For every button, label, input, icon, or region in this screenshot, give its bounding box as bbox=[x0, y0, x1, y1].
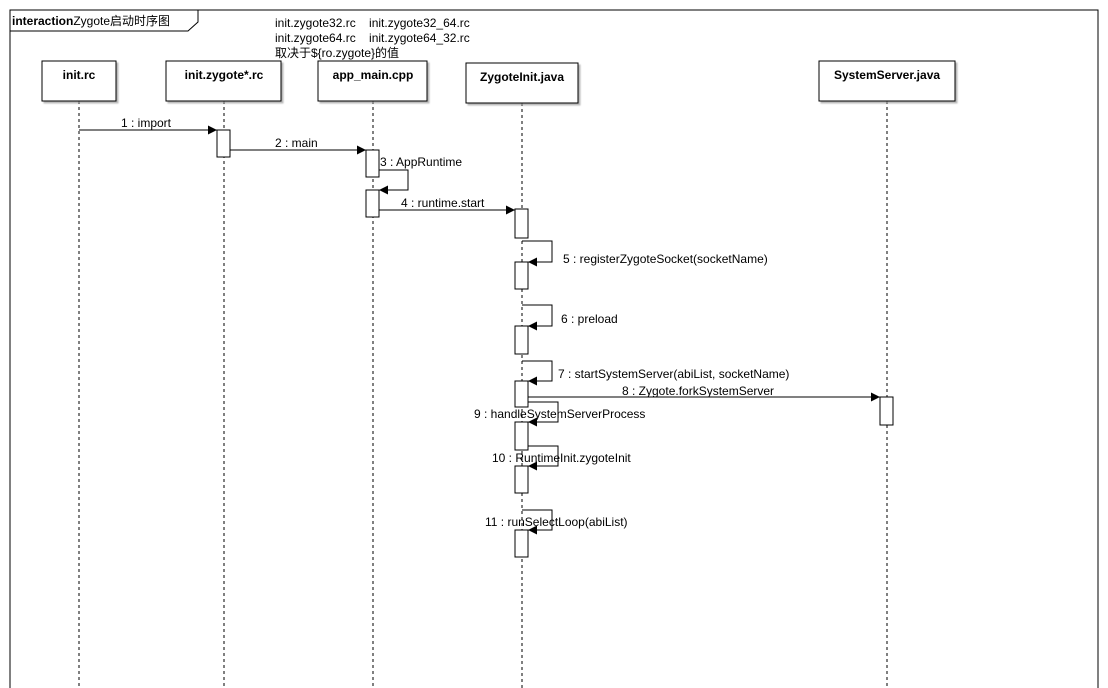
lifeline-title-system-server: SystemServer.java bbox=[834, 68, 940, 82]
message-label-10: 10 : RuntimeInit.zygoteInit bbox=[492, 451, 631, 465]
lifeline-box-system-server[interactable] bbox=[818, 60, 956, 102]
message-arrow-3[interactable] bbox=[379, 169, 409, 195]
message-label-9: 9 : handleSystemServerProcess bbox=[474, 407, 645, 421]
message-labels: 1 : import 2 : main 3 : AppRuntime 4 : r… bbox=[121, 116, 789, 529]
frame-title-tab bbox=[9, 9, 199, 32]
messages bbox=[79, 125, 880, 535]
activation-bar bbox=[514, 380, 529, 408]
activation-bar bbox=[365, 149, 380, 178]
message-arrow-10[interactable] bbox=[528, 445, 559, 471]
note-line-3: 取决于${ro.zygote}的值 bbox=[275, 45, 399, 60]
activation-bars bbox=[216, 129, 894, 558]
activation-bar bbox=[514, 421, 529, 451]
interaction-frame bbox=[9, 9, 1099, 688]
note-line-1: init.zygote32.rc init.zygote32_64.rc bbox=[275, 16, 470, 30]
activation-bar bbox=[216, 129, 231, 158]
lifeline-box-app-main[interactable] bbox=[317, 60, 428, 102]
message-label-3: 3 : AppRuntime bbox=[380, 155, 462, 169]
message-label-5: 5 : registerZygoteSocket(socketName) bbox=[563, 252, 768, 266]
message-label-7: 7 : startSystemServer(abiList, socketNam… bbox=[558, 367, 789, 381]
activation-bar bbox=[514, 325, 529, 355]
activation-bar bbox=[365, 189, 380, 218]
message-label-6: 6 : preload bbox=[561, 312, 618, 326]
lifeline-title-init-zygote-rc: init.zygote*.rc bbox=[185, 68, 264, 82]
note-line-2: init.zygote64.rc init.zygote64_32.rc bbox=[275, 31, 470, 45]
message-label-1: 1 : import bbox=[121, 116, 172, 130]
message-arrow-9[interactable] bbox=[528, 401, 559, 427]
lifeline-title-init-rc: init.rc bbox=[63, 68, 96, 82]
lifeline-box-init-zygote-rc[interactable] bbox=[165, 60, 282, 102]
lifeline-title-zygote-init: ZygoteInit.java bbox=[480, 70, 564, 84]
message-arrow-11[interactable] bbox=[522, 509, 553, 535]
message-label-4: 4 : runtime.start bbox=[401, 196, 485, 210]
message-arrow-7[interactable] bbox=[522, 360, 553, 386]
message-arrow-5[interactable] bbox=[522, 240, 553, 267]
message-arrow-6[interactable] bbox=[522, 304, 553, 331]
activation-bar bbox=[879, 396, 894, 426]
frame-title: interactionZygote启动时序图 bbox=[12, 13, 170, 28]
message-label-11: 11 : runSelectLoop(abiList) bbox=[485, 515, 628, 529]
activation-bar bbox=[514, 261, 529, 290]
message-label-2: 2 : main bbox=[275, 136, 318, 150]
activation-bar bbox=[514, 208, 529, 239]
activation-bar bbox=[514, 529, 529, 558]
lifeline-headers: init.rc init.zygote*.rc app_main.cpp Zyg… bbox=[41, 60, 956, 104]
lifeline-box-init-rc[interactable] bbox=[41, 60, 117, 102]
lifeline-title-app-main: app_main.cpp bbox=[333, 68, 414, 82]
activation-bar bbox=[514, 465, 529, 494]
lifeline-box-zygote-init[interactable] bbox=[465, 62, 579, 104]
message-label-8: 8 : Zygote.forkSystemServer bbox=[622, 384, 774, 398]
